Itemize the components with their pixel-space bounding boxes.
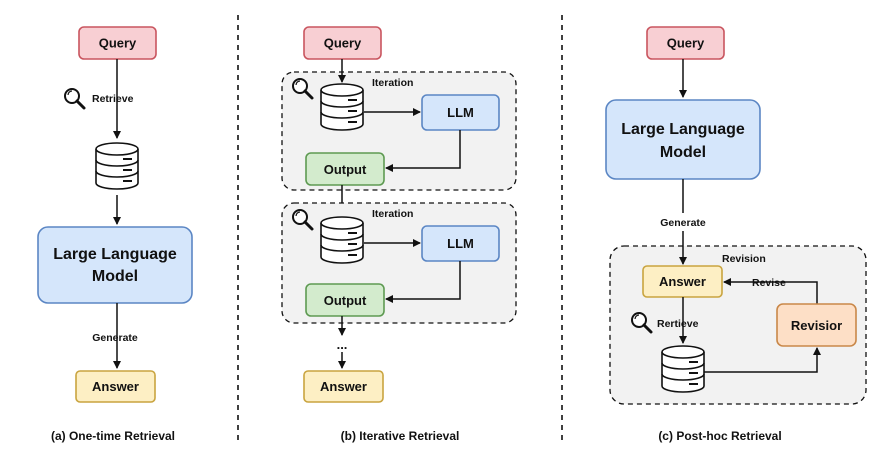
output-box	[305, 152, 385, 186]
output-label-2: Output	[324, 293, 367, 308]
answer-label: Answer	[659, 274, 706, 289]
output-label-1: Output	[324, 162, 367, 177]
llm-label-line2: Model	[92, 268, 138, 285]
answer-label: Answer	[92, 379, 139, 394]
retrieve-label: Retrieve	[92, 93, 134, 105]
panel-iterative-retrieval: Query Iteration LLM Output Iteration LLM…	[281, 26, 517, 443]
llm-label-2: LLM	[447, 236, 474, 251]
answer-box	[303, 370, 384, 403]
query-box	[646, 26, 725, 60]
revision-label: Revision	[722, 253, 766, 265]
llm-label-line1: Large Language	[621, 121, 745, 138]
llm-box	[605, 99, 761, 180]
llm-label-1: LLM	[447, 105, 474, 120]
revisior-label: Revisior	[791, 318, 842, 333]
generate-label: Generate	[660, 217, 706, 229]
database-icon	[661, 345, 705, 393]
output-box	[305, 283, 385, 317]
panel-post-hoc-retrieval: Query Large Language Model Revision Gene…	[605, 26, 867, 443]
answer-box	[75, 370, 156, 403]
query-label: Query	[324, 36, 362, 51]
query-label: Query	[99, 36, 137, 51]
database-icon	[320, 83, 364, 131]
retrieve-label: Rertieve	[657, 318, 699, 330]
caption-a: (a) One-time Retrieval	[51, 429, 175, 443]
caption-b: (b) Iterative Retrieval	[341, 429, 460, 443]
caption-c: (c) Post-hoc Retrieval	[658, 429, 781, 443]
llm-box	[37, 226, 193, 304]
llm-label-line2: Model	[660, 144, 706, 161]
revise-label: Revise	[752, 277, 786, 289]
iteration-label-1: Iteration	[372, 77, 413, 89]
database-icon	[95, 142, 139, 190]
panel-one-time-retrieval: Query Retrieve Large Language Model Gene…	[37, 26, 193, 443]
revisior-box	[776, 303, 857, 347]
magnifier-icon	[63, 87, 86, 110]
llm-label-line1: Large Language	[53, 246, 177, 263]
generate-label: Generate	[92, 332, 138, 344]
ellipsis: ...	[337, 337, 348, 352]
query-label: Query	[667, 36, 705, 51]
iteration-label-2: Iteration	[372, 208, 413, 220]
database-icon	[320, 216, 364, 264]
answer-label: Answer	[320, 379, 367, 394]
